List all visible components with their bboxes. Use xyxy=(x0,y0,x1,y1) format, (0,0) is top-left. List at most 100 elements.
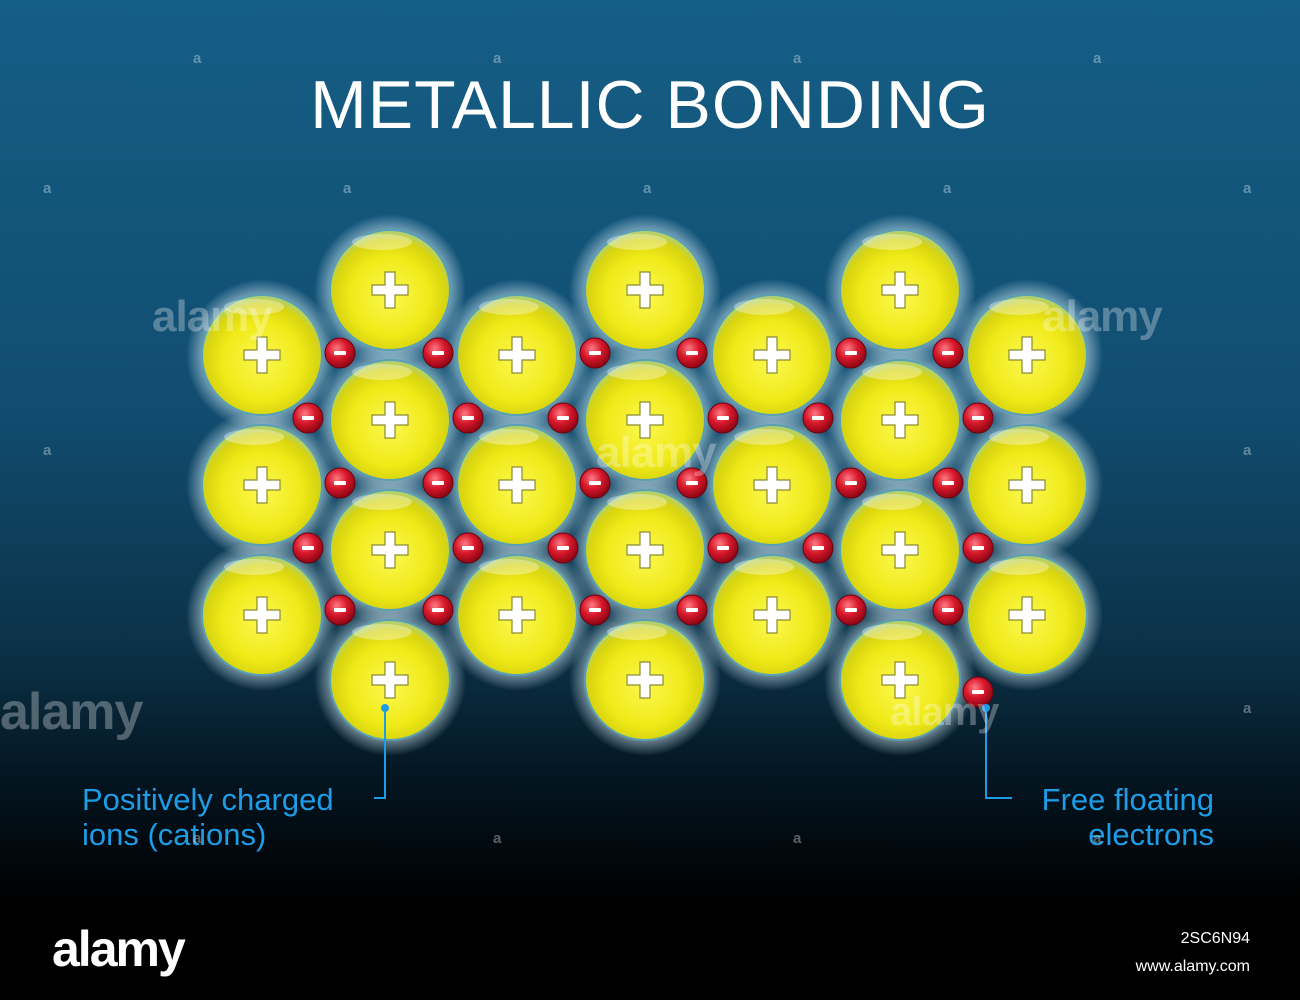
plus-icon xyxy=(881,271,919,309)
cation-ion xyxy=(329,359,451,481)
watermark-logo-left: alamy xyxy=(152,292,273,341)
watermark-image-id: 2SC6N94 xyxy=(1180,930,1250,947)
plus-icon xyxy=(243,596,281,634)
electron-leader-dot xyxy=(982,704,990,712)
free-electron xyxy=(324,467,356,499)
plus-icon xyxy=(371,401,409,439)
plus-icon xyxy=(753,596,791,634)
watermark-mark: a xyxy=(493,830,502,847)
plus-icon xyxy=(881,401,919,439)
cation-highlight xyxy=(607,364,667,380)
free-electron xyxy=(835,337,867,369)
minus-icon xyxy=(972,690,984,694)
minus-icon xyxy=(686,351,698,355)
watermark-mark: a xyxy=(493,50,502,67)
minus-icon xyxy=(462,546,474,550)
minus-icon xyxy=(812,546,824,550)
cation-ion xyxy=(584,619,706,741)
cation-ion xyxy=(711,424,833,546)
plus-icon xyxy=(498,466,536,504)
minus-icon xyxy=(432,608,444,612)
free-electron xyxy=(835,594,867,626)
watermark-mark: a xyxy=(793,830,802,847)
electron-label-line2: electrons xyxy=(1088,817,1214,852)
cation-ion xyxy=(711,294,833,416)
plus-icon xyxy=(1008,466,1046,504)
plus-icon xyxy=(243,466,281,504)
free-electron xyxy=(324,337,356,369)
minus-icon xyxy=(334,608,346,612)
free-electron xyxy=(422,594,454,626)
cation-highlight xyxy=(479,299,539,315)
watermark-mark: a xyxy=(1093,830,1102,847)
free-electron xyxy=(707,402,739,434)
cation-highlight xyxy=(224,429,284,445)
plus-icon xyxy=(371,531,409,569)
lattice-svg xyxy=(186,214,1103,799)
minus-icon xyxy=(589,608,601,612)
free-electron xyxy=(547,402,579,434)
cation-highlight xyxy=(224,299,284,315)
free-electron xyxy=(932,594,964,626)
watermark-mark: a xyxy=(793,50,802,67)
cation-ion xyxy=(329,229,451,351)
free-electron xyxy=(676,337,708,369)
free-electron xyxy=(579,337,611,369)
minus-icon xyxy=(334,351,346,355)
cation-highlight xyxy=(734,559,794,575)
electron-leader-line xyxy=(985,708,1012,799)
electron-label-line1: Free floating xyxy=(1041,782,1214,817)
plus-icon xyxy=(881,531,919,569)
plus-icon xyxy=(371,661,409,699)
minus-icon xyxy=(972,546,984,550)
free-electron xyxy=(422,467,454,499)
minus-icon xyxy=(589,351,601,355)
free-electron xyxy=(707,532,739,564)
minus-icon xyxy=(334,481,346,485)
free-electron xyxy=(932,337,964,369)
cation-ion xyxy=(584,359,706,481)
plus-icon xyxy=(371,271,409,309)
cation-highlight xyxy=(862,364,922,380)
cation-highlight xyxy=(352,364,412,380)
plus-icon xyxy=(753,336,791,374)
minus-icon xyxy=(302,546,314,550)
minus-icon xyxy=(845,481,857,485)
cation-ion xyxy=(456,294,578,416)
cation-highlight xyxy=(352,494,412,510)
diagram-background: METALLIC BONDING Positively charged ions… xyxy=(0,0,1300,905)
minus-icon xyxy=(302,416,314,420)
cation-ion xyxy=(329,619,451,741)
cation-leader-dot xyxy=(381,704,389,712)
minus-icon xyxy=(717,416,729,420)
plus-icon xyxy=(626,401,664,439)
cation-label: Positively charged ions (cations) xyxy=(82,782,334,852)
cation-highlight xyxy=(989,429,1049,445)
minus-icon xyxy=(717,546,729,550)
cation-ion xyxy=(329,489,451,611)
electron-label: Free floating electrons xyxy=(1042,782,1214,852)
cation-ion xyxy=(456,424,578,546)
watermark-mark: a xyxy=(43,442,52,459)
cation-ion xyxy=(584,489,706,611)
cation-highlight xyxy=(734,299,794,315)
minus-icon xyxy=(557,546,569,550)
cation-highlight xyxy=(224,559,284,575)
cation-label-line2: ions (cations) xyxy=(82,817,267,852)
minus-icon xyxy=(942,481,954,485)
cation-ion xyxy=(839,489,961,611)
watermark-mark: a xyxy=(1243,442,1252,459)
watermark-mark: a xyxy=(1093,50,1102,67)
watermark-mark: a xyxy=(943,180,952,197)
cation-ion xyxy=(201,294,323,416)
free-electron xyxy=(962,402,994,434)
watermark-footer xyxy=(0,905,1300,1000)
watermark-logo-edge: alamy xyxy=(0,683,143,741)
free-electron xyxy=(547,532,579,564)
free-electron xyxy=(422,337,454,369)
minus-icon xyxy=(589,481,601,485)
cation-ion xyxy=(839,359,961,481)
cation-highlight xyxy=(862,624,922,640)
cation-ion xyxy=(456,554,578,676)
